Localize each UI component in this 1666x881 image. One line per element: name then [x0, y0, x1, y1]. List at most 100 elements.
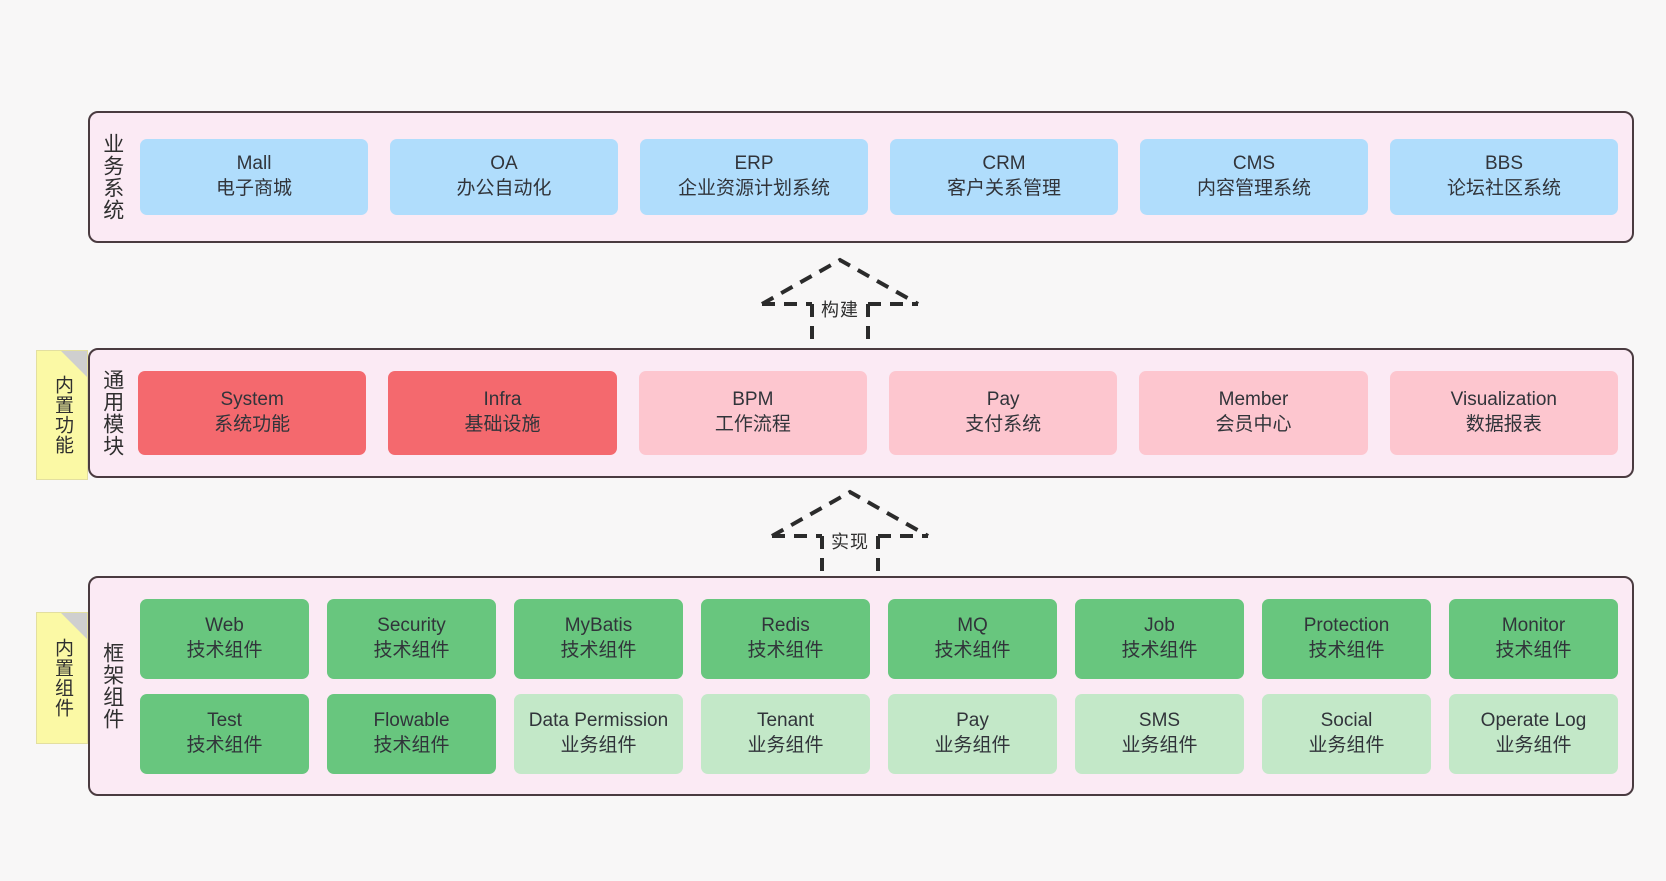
card-title-cn: 业务组件 — [1121, 734, 1198, 756]
card-row: System 系统功能 Infra 基础设施 BPM 工作流程 Pay 支付系统… — [138, 371, 1618, 455]
card-title-cn: 技术组件 — [373, 734, 450, 756]
card-member[interactable]: Member 会员中心 — [1139, 371, 1368, 455]
card-web[interactable]: Web 技术组件 — [140, 598, 309, 679]
card-pay-module[interactable]: Pay 支付系统 — [888, 371, 1118, 455]
card-mq[interactable]: MQ 技术组件 — [888, 598, 1057, 679]
card-title-en: Protection — [1303, 614, 1390, 636]
card-protection[interactable]: Protection 技术组件 — [1262, 598, 1431, 679]
card-bpm[interactable]: BPM 工作流程 — [638, 371, 867, 455]
card-flowable[interactable]: Flowable 技术组件 — [327, 693, 496, 774]
card-bbs[interactable]: BBS 论坛社区系统 — [1390, 139, 1618, 215]
card-title-cn: 办公自动化 — [456, 178, 552, 199]
card-title-cn: 技术组件 — [1308, 639, 1385, 661]
card-title-cn: 技术组件 — [934, 639, 1011, 661]
layer-body-common-module: System 系统功能 Infra 基础设施 BPM 工作流程 Pay 支付系统… — [134, 350, 1632, 476]
card-title-en: Social — [1320, 709, 1373, 731]
card-title-en: BPM — [732, 389, 774, 411]
card-title-en: Pay — [986, 389, 1020, 411]
card-title-en: Operate Log — [1480, 709, 1587, 731]
card-sms[interactable]: SMS 业务组件 — [1075, 693, 1244, 774]
card-cms[interactable]: CMS 内容管理系统 — [1140, 139, 1368, 215]
card-title-en: Data Permission — [528, 709, 669, 731]
card-pay-component[interactable]: Pay 业务组件 — [888, 693, 1057, 774]
card-erp[interactable]: ERP 企业资源计划系统 — [640, 139, 868, 215]
card-title-cn: 基础设施 — [464, 414, 541, 435]
layer-title-common-module: 通用模块 — [100, 369, 124, 457]
note-builtin-features: 内置功能 — [36, 350, 88, 480]
card-title-cn: 支付系统 — [965, 414, 1042, 435]
card-title-en: Redis — [761, 614, 810, 636]
card-row: Mall 电子商城 OA 办公自动化 ERP 企业资源计划系统 CRM 客户关系… — [140, 139, 1618, 215]
card-title-cn: 内容管理系统 — [1196, 178, 1311, 199]
layer-body-business-system: Mall 电子商城 OA 办公自动化 ERP 企业资源计划系统 CRM 客户关系… — [134, 113, 1632, 241]
layer-common-module: 通用模块 System 系统功能 Infra 基础设施 BPM 工作流程 Pay — [88, 348, 1634, 478]
layer-business-system: 业务系统 Mall 电子商城 OA 办公自动化 ERP 企业资源计划系统 CRM — [88, 111, 1634, 243]
layer-title-business-system: 业务系统 — [100, 133, 124, 221]
card-crm[interactable]: CRM 客户关系管理 — [890, 139, 1118, 215]
card-title-cn: 数据报表 — [1465, 414, 1542, 435]
card-title-en: Flowable — [373, 709, 450, 731]
card-security[interactable]: Security 技术组件 — [327, 598, 496, 679]
card-title-cn: 技术组件 — [560, 639, 637, 661]
arrow-label-build: 构建 — [821, 300, 859, 320]
card-title-cn: 技术组件 — [1495, 639, 1572, 661]
card-data-permission[interactable]: Data Permission 业务组件 — [514, 693, 683, 774]
layer-body-framework-component: Web 技术组件 Security 技术组件 MyBatis 技术组件 Redi… — [134, 578, 1632, 794]
card-title-cn: 业务组件 — [1495, 734, 1572, 756]
card-title-en: CRM — [982, 153, 1026, 175]
card-title-cn: 技术组件 — [1121, 639, 1198, 661]
card-title-en: Tenant — [756, 709, 815, 731]
card-tenant[interactable]: Tenant 业务组件 — [701, 693, 870, 774]
arrow-head-build — [761, 257, 919, 306]
card-title-cn: 业务组件 — [1308, 734, 1385, 756]
note-builtin-components: 内置组件 — [36, 612, 88, 744]
card-title-cn: 业务组件 — [747, 734, 824, 756]
note-text: 内置功能 — [52, 375, 74, 455]
card-title-cn: 技术组件 — [747, 639, 824, 661]
card-row: Test 技术组件 Flowable 技术组件 Data Permission … — [140, 693, 1618, 774]
card-title-cn: 会员中心 — [1215, 414, 1292, 435]
card-title-en: BBS — [1484, 153, 1524, 175]
card-title-en: Monitor — [1501, 614, 1566, 636]
card-title-en: ERP — [734, 153, 774, 175]
page-fold-icon — [61, 613, 87, 639]
card-title-en: Visualization — [1450, 389, 1557, 411]
card-title-cn: 工作流程 — [714, 414, 791, 435]
card-title-cn: 系统功能 — [214, 414, 291, 435]
card-job[interactable]: Job 技术组件 — [1075, 598, 1244, 679]
card-title-en: MQ — [957, 614, 988, 636]
card-title-en: Test — [207, 709, 242, 731]
card-title-en: Infra — [483, 389, 522, 411]
card-title-en: OA — [490, 153, 518, 175]
arrow-implement: 实现 — [770, 489, 930, 586]
arrow-label-implement: 实现 — [831, 532, 869, 552]
card-title-cn: 客户关系管理 — [946, 178, 1061, 199]
card-visualization[interactable]: Visualization 数据报表 — [1389, 371, 1618, 455]
card-mall[interactable]: Mall 电子商城 — [140, 139, 368, 215]
card-infra[interactable]: Infra 基础设施 — [388, 371, 617, 455]
page-fold-icon — [61, 351, 87, 377]
card-row: Web 技术组件 Security 技术组件 MyBatis 技术组件 Redi… — [140, 598, 1618, 679]
card-title-en: Pay — [956, 709, 989, 731]
card-title-cn: 论坛社区系统 — [1446, 178, 1561, 199]
card-social[interactable]: Social 业务组件 — [1262, 693, 1431, 774]
card-test[interactable]: Test 技术组件 — [140, 693, 309, 774]
layer-title-framework-component: 框架组件 — [100, 642, 124, 730]
card-title-cn: 企业资源计划系统 — [677, 178, 830, 199]
card-title-en: MyBatis — [564, 614, 633, 636]
card-title-en: CMS — [1232, 153, 1276, 175]
card-redis[interactable]: Redis 技术组件 — [701, 598, 870, 679]
card-title-cn: 业务组件 — [934, 734, 1011, 756]
card-system[interactable]: System 系统功能 — [138, 371, 367, 455]
card-monitor[interactable]: Monitor 技术组件 — [1449, 598, 1618, 679]
card-mybatis[interactable]: MyBatis 技术组件 — [514, 598, 683, 679]
card-title-cn: 技术组件 — [373, 639, 450, 661]
card-operate-log[interactable]: Operate Log 业务组件 — [1449, 693, 1618, 774]
card-title-en: SMS — [1138, 709, 1181, 731]
card-title-en: System — [220, 389, 284, 411]
card-title-cn: 业务组件 — [560, 734, 637, 756]
card-title-en: Security — [377, 614, 446, 636]
card-title-cn: 技术组件 — [186, 639, 263, 661]
card-oa[interactable]: OA 办公自动化 — [390, 139, 618, 215]
layer-framework-component: 框架组件 Web 技术组件 Security 技术组件 MyBatis 技术组件… — [88, 576, 1634, 796]
